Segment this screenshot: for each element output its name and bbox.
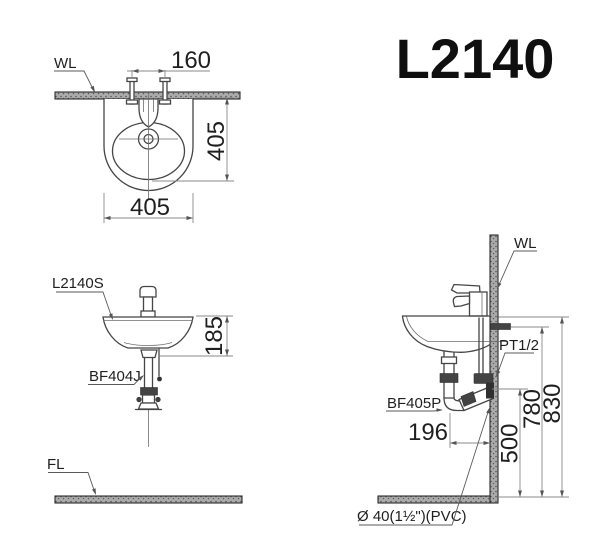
mounting-bolt-left: [125, 77, 139, 105]
model-title: L2140: [396, 27, 555, 90]
basin-bottom-line: [123, 342, 173, 346]
fl-leader: [48, 472, 96, 494]
pt12-label: PT1/2: [499, 337, 539, 354]
wall-bar-side: [489, 234, 499, 504]
basin-side-view: [401, 315, 508, 353]
wl-leader-top: [54, 70, 95, 92]
dim-160-group: 160: [127, 47, 211, 79]
dim-185-group: 185: [160, 315, 233, 357]
dim-830: 830: [539, 383, 566, 423]
floor-bar-front: [54, 495, 243, 504]
side-view: WL: [357, 234, 569, 526]
dim-160: 160: [171, 47, 211, 74]
dim-405-depth-group: 405: [152, 97, 234, 182]
dim-500: 500: [497, 423, 524, 463]
model-sublabel: L2140S: [52, 275, 104, 292]
bf404j-label: BF404J: [89, 368, 141, 385]
dim-185: 185: [201, 316, 228, 356]
bf404j-arrow: [137, 375, 144, 381]
pop-up-rod-ball: [157, 376, 162, 382]
dim-830-group: 830: [498, 316, 569, 498]
floor-bar-side: [377, 495, 491, 504]
wl-label-top: WL: [54, 55, 77, 72]
wl-label-side: WL: [514, 235, 537, 252]
fl-arrow: [92, 488, 96, 495]
wl-arrow-side: [497, 282, 502, 289]
bf405p-leader: [386, 410, 438, 412]
model-arrow: [108, 313, 113, 320]
trap-side-view: [439, 351, 494, 412]
dim-500-group: 500: [492, 388, 528, 497]
model-leader: [56, 291, 113, 319]
dim-405-width: 405: [130, 194, 170, 221]
pvc-leader: [359, 408, 490, 526]
faucet-side-view: [450, 283, 488, 317]
wall-hanger-bolt: [490, 323, 511, 330]
wl-arrow-top: [90, 85, 95, 93]
dim-405-width-group: 405: [103, 193, 194, 223]
pt12-leader: [496, 352, 534, 376]
dim-780: 780: [519, 389, 546, 429]
drain-assembly-front: [134, 349, 163, 447]
bf405p-arrow: [436, 408, 443, 412]
pvc-arrow: [486, 407, 490, 414]
dim-405-depth: 405: [203, 121, 230, 161]
basin-front-view: [102, 316, 194, 349]
pt12-arrow: [496, 370, 501, 377]
top-view: WL 160 405 405: [54, 47, 241, 223]
faucet-front-view: [139, 285, 157, 318]
wl-leader-side: [497, 250, 537, 288]
dim-780-group: 780: [511, 326, 549, 497]
fl-label: FL: [47, 456, 65, 473]
dim-196: 196: [408, 419, 448, 446]
dim-196-group: 196: [408, 413, 490, 448]
front-view: L2140S 185 BF404J FL: [47, 275, 243, 504]
wall-drain-flange: [486, 382, 494, 399]
faucet-detail-lines: [143, 99, 154, 112]
bf405p-label: BF405P: [387, 395, 441, 412]
supply-pipe: [473, 317, 494, 384]
mounting-bolt-right: [158, 77, 172, 105]
pvc-label: Ø 40(1½")(PVC): [357, 508, 467, 525]
